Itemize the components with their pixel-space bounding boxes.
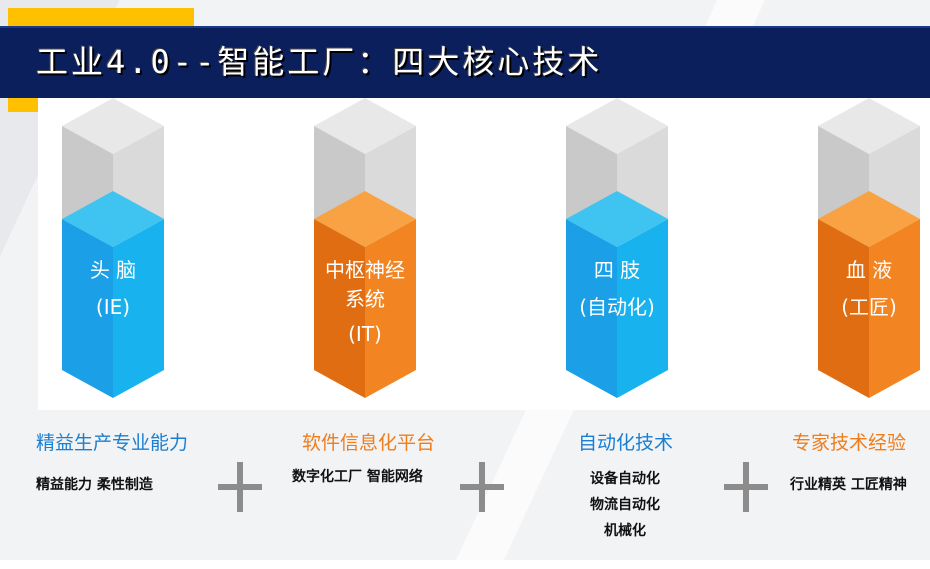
- pillar-brain: 头 脑 (IE): [62, 98, 164, 398]
- pillar-nerve-line-2: 系统: [345, 287, 385, 311]
- category-software-detail: 数字化工厂 智能网络: [292, 469, 423, 485]
- pillar-blood: 血 液 (工匠): [818, 98, 920, 398]
- category-automation-label: 自动化技术: [578, 432, 674, 454]
- pillar-limbs-line-2: (自动化): [579, 295, 655, 319]
- category-lean-label: 精益生产专业能力: [36, 432, 189, 454]
- page-title: 工业4.0--智能工厂：四大核心技术: [36, 43, 603, 81]
- pillar-limbs-shape: [566, 98, 668, 398]
- title-bar: [0, 26, 930, 98]
- plus-icon: [724, 462, 768, 512]
- pillar-blood-line-1: 血 液: [845, 258, 893, 282]
- category-software-label: 软件信息化平台: [302, 432, 436, 454]
- pillar-nerve-shape: [314, 98, 416, 398]
- pillar-nerve-line-3: (IT): [348, 322, 382, 346]
- category-automation-detail-2: 物流自动化: [590, 497, 660, 513]
- pillar-blood-line-2: (工匠): [841, 295, 897, 319]
- pillar-limbs-line-1: 四 肢: [593, 258, 641, 282]
- bottom-band: [0, 560, 930, 569]
- category-expert-detail: 行业精英 工匠精神: [790, 477, 907, 493]
- category-expert-label: 专家技术经验: [792, 432, 907, 454]
- pillar-blood-shape: [818, 98, 920, 398]
- pillar-brain-shape: [62, 98, 164, 398]
- category-automation-detail-3: 机械化: [604, 523, 646, 539]
- pillars-panel: [38, 98, 930, 410]
- pillar-brain-line-1: 头 脑: [89, 258, 137, 282]
- category-automation-detail-1: 设备自动化: [590, 471, 660, 487]
- pillar-limbs: 四 肢 (自动化): [566, 98, 668, 398]
- plus-icon: [218, 462, 262, 512]
- plus-icon: [460, 462, 504, 512]
- category-lean-detail: 精益能力 柔性制造: [36, 477, 153, 493]
- pillar-nerve: 中枢神经 系统 (IT): [314, 98, 416, 398]
- pillar-brain-line-2: (IE): [95, 295, 131, 319]
- pillar-nerve-line-1: 中枢神经: [325, 258, 405, 282]
